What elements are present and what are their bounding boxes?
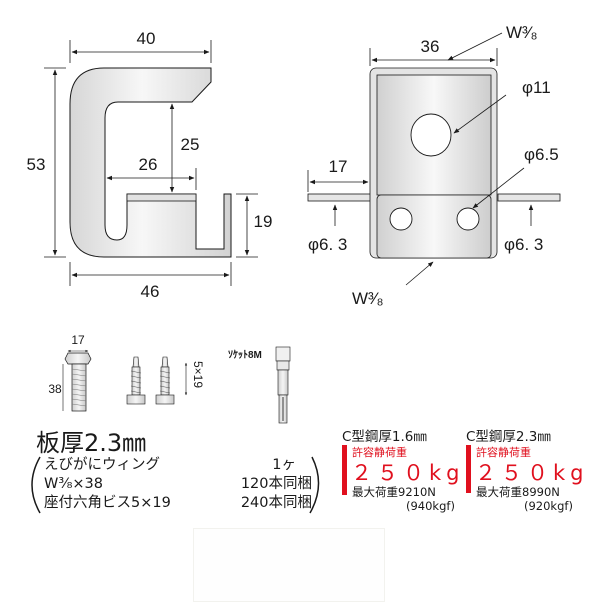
screw-size-label: 5×19: [191, 361, 205, 388]
content-item-name: えびがにウィング: [44, 457, 160, 473]
contents-brackets: [31, 456, 320, 514]
right-wing: [497, 193, 561, 202]
bolt-icon: [64, 352, 92, 412]
front-view-drawing: 36 W³⁄₈ φ11 φ6.5 17 φ6. 3 φ6. 3 W³⁄₈: [307, 23, 561, 308]
allow-load-value: ２５０kg: [351, 461, 465, 485]
dim-inner-width: 26: [139, 155, 158, 174]
screw-icon: [155, 356, 175, 405]
left-wing: [307, 193, 373, 202]
red-accent-bar: [342, 445, 347, 495]
dim-top-width: 40: [137, 29, 156, 48]
thread-label-bottom: W³⁄₈: [352, 289, 384, 308]
side-profile-drawing: 40 53 25 26 19 46: [27, 29, 273, 300]
max-load: 最大荷重8990N: [476, 485, 560, 499]
dim-inner-depth: 25: [181, 135, 200, 154]
allow-load-label: 許容静荷重: [476, 446, 531, 459]
red-accent-bar: [466, 445, 471, 493]
hole-small-label: φ6.5: [524, 145, 559, 164]
dim-bottom-width: 46: [141, 282, 160, 300]
load-heading: C型鋼厚1.6㎜: [342, 429, 427, 445]
content-item-name: 座付六角ビス5×19: [44, 495, 171, 511]
hole-large-label: φ11: [522, 78, 551, 97]
bracket-profile: [69, 67, 232, 258]
content-item-qty: 240本同梱: [240, 495, 312, 511]
contents-names: えびがにウィング W³⁄₈×38 座付六角ビス5×19: [44, 456, 214, 513]
parts-drawing: 17 38 5×19 ｿｹｯﾄ8M: [48, 333, 291, 424]
hole-left-label: φ6. 3: [308, 235, 347, 254]
hole-small-right: [456, 207, 480, 231]
bolt-length-label: 38: [48, 382, 62, 396]
socket-icon: [275, 346, 291, 424]
socket-label: ｿｹｯﾄ8M: [228, 349, 262, 361]
inner-ledge: [126, 193, 197, 202]
dim-height: 53: [27, 155, 46, 174]
contents-qty: 1ヶ 120本同梱 240本同梱: [222, 456, 312, 513]
load-panel-1-6: C型鋼厚1.6㎜ 許容静荷重 ２５０kg 最大荷重9210N (940kgf): [342, 425, 467, 515]
content-item-qty: 120本同梱: [240, 476, 312, 492]
max-load-kgf: (940kgf): [406, 499, 455, 513]
thread-label-top: W³⁄₈: [506, 23, 538, 42]
load-panel-2-3: C型鋼厚2.3㎜ 許容静荷重 ２５０kg 最大荷重8990N (920kgf): [466, 425, 596, 515]
plate-thickness: 板厚2.3㎜: [36, 429, 147, 457]
allow-load-label: 許容静荷重: [352, 446, 407, 459]
hole-small-left: [389, 207, 413, 231]
dim-width: 36: [421, 37, 440, 56]
bolt-width-label: 17: [71, 333, 85, 347]
dim-lip-height: 19: [254, 212, 273, 231]
dim-side: 17: [329, 157, 348, 176]
hole-right-label: φ6. 3: [504, 235, 543, 254]
content-item-qty: 1ヶ: [272, 457, 296, 473]
screw-icon: [126, 356, 146, 405]
max-load: 最大荷重9210N: [352, 485, 436, 499]
hole-large: [410, 113, 452, 157]
max-load-kgf: (920kgf): [524, 499, 573, 513]
load-heading: C型鋼厚2.3㎜: [466, 429, 551, 445]
faint-frame: [193, 528, 385, 602]
allow-load-value: ２５０kg: [475, 461, 589, 485]
content-item-name: W³⁄₈×38: [44, 476, 103, 492]
